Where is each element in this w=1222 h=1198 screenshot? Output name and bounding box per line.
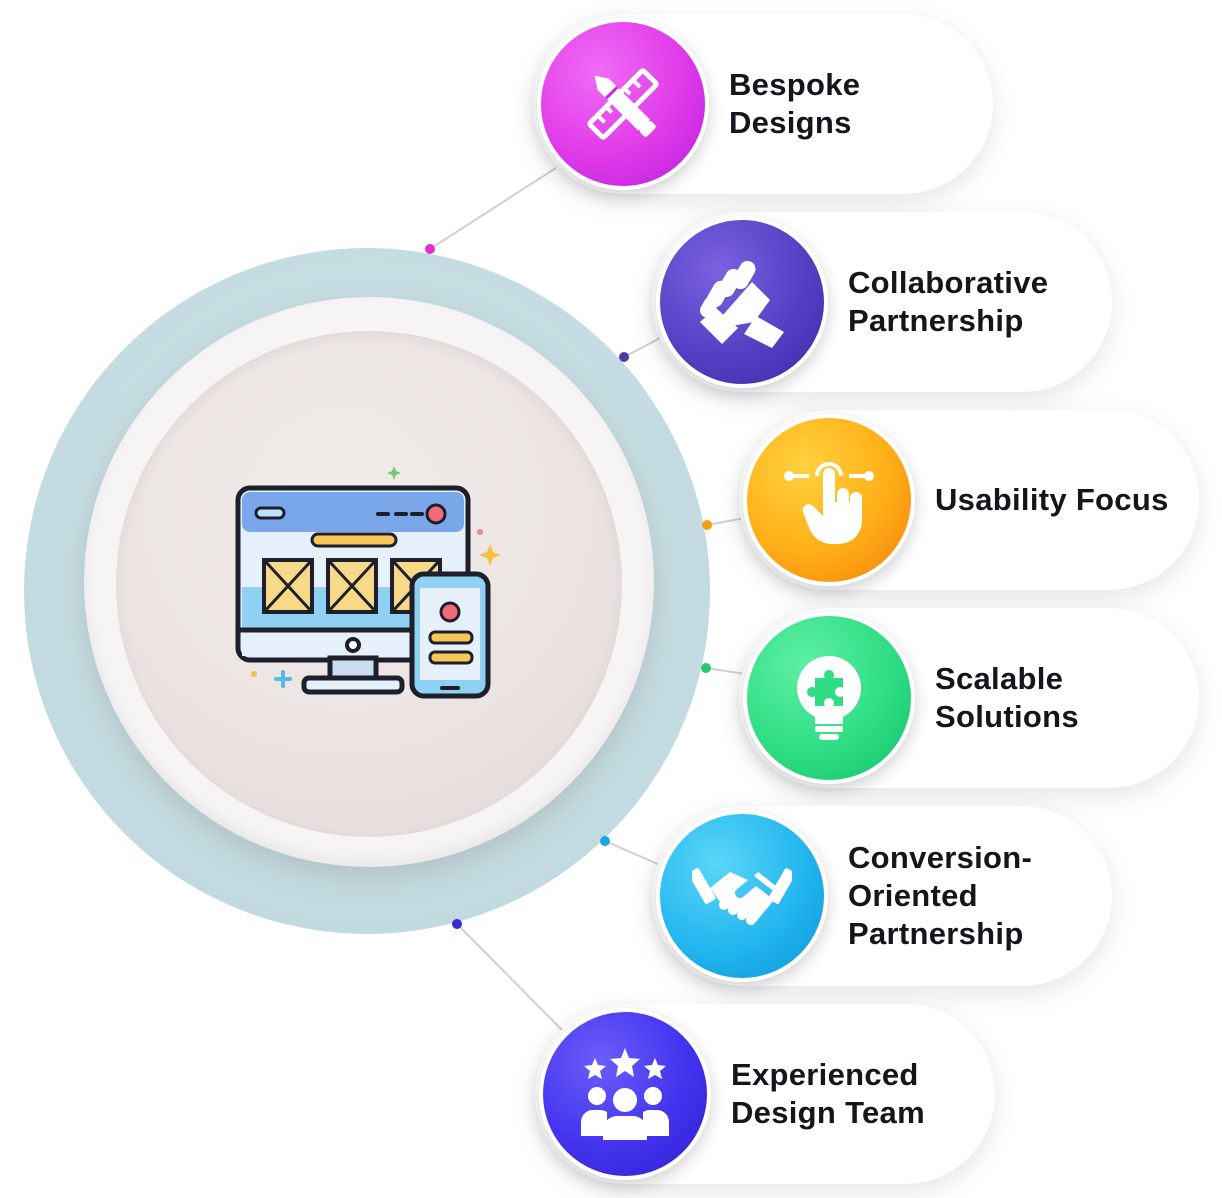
feature-label-line: Collaborative: [848, 265, 1049, 300]
feature-badge: [656, 810, 828, 982]
feature-label-line: Partnership: [848, 303, 1024, 338]
feature-label-line: Solutions: [935, 699, 1079, 734]
feature-badge: [539, 1008, 711, 1180]
feature-label-line: Conversion-: [848, 840, 1033, 875]
feature-label-line: Experienced: [731, 1057, 919, 1092]
feature-badge: [537, 18, 709, 190]
feature-label-line: Usability Focus: [935, 482, 1169, 517]
feature-label-line: Scalable: [935, 661, 1064, 696]
lightbulb-puzzle-icon: [797, 656, 861, 740]
feature-label: Bespoke Designs: [729, 14, 860, 194]
feature-label: Usability Focus: [935, 410, 1169, 590]
feature-badge: [743, 414, 915, 586]
feature-label-line: Design Team: [731, 1095, 925, 1130]
ruler-pencil-icon: [587, 68, 659, 140]
feature-label-line: Designs: [729, 105, 852, 140]
touch-hand-icon: [784, 462, 874, 544]
feature-scalable-solutions: Scalable Solutions: [739, 608, 1199, 788]
feature-label-line: Oriented: [848, 878, 978, 913]
team-stars-icon: [581, 1048, 669, 1140]
feature-experienced-design-team: Experienced Design Team: [535, 1004, 995, 1184]
connector-dot-scalable: [701, 663, 711, 673]
handshake-icon: [692, 868, 792, 925]
feature-label-line: Bespoke: [729, 67, 861, 102]
feature-badge: [743, 612, 915, 784]
feature-label: Collaborative Partnership: [848, 212, 1048, 392]
feature-bespoke-designs: Bespoke Designs: [533, 14, 993, 194]
fist-icon: [700, 260, 784, 348]
feature-label: Experienced Design Team: [731, 1004, 925, 1184]
feature-conversion-oriented-partnership: Conversion- Oriented Partnership: [652, 806, 1112, 986]
feature-collaborative-partnership: Collaborative Partnership: [652, 212, 1112, 392]
feature-badge: [656, 216, 828, 388]
responsive-design-icon: [235, 466, 501, 699]
feature-label: Scalable Solutions: [935, 608, 1079, 788]
feature-usability-focus: Usability Focus: [739, 410, 1199, 590]
feature-label-line: Partnership: [848, 916, 1024, 951]
feature-label: Conversion- Oriented Partnership: [848, 806, 1032, 986]
